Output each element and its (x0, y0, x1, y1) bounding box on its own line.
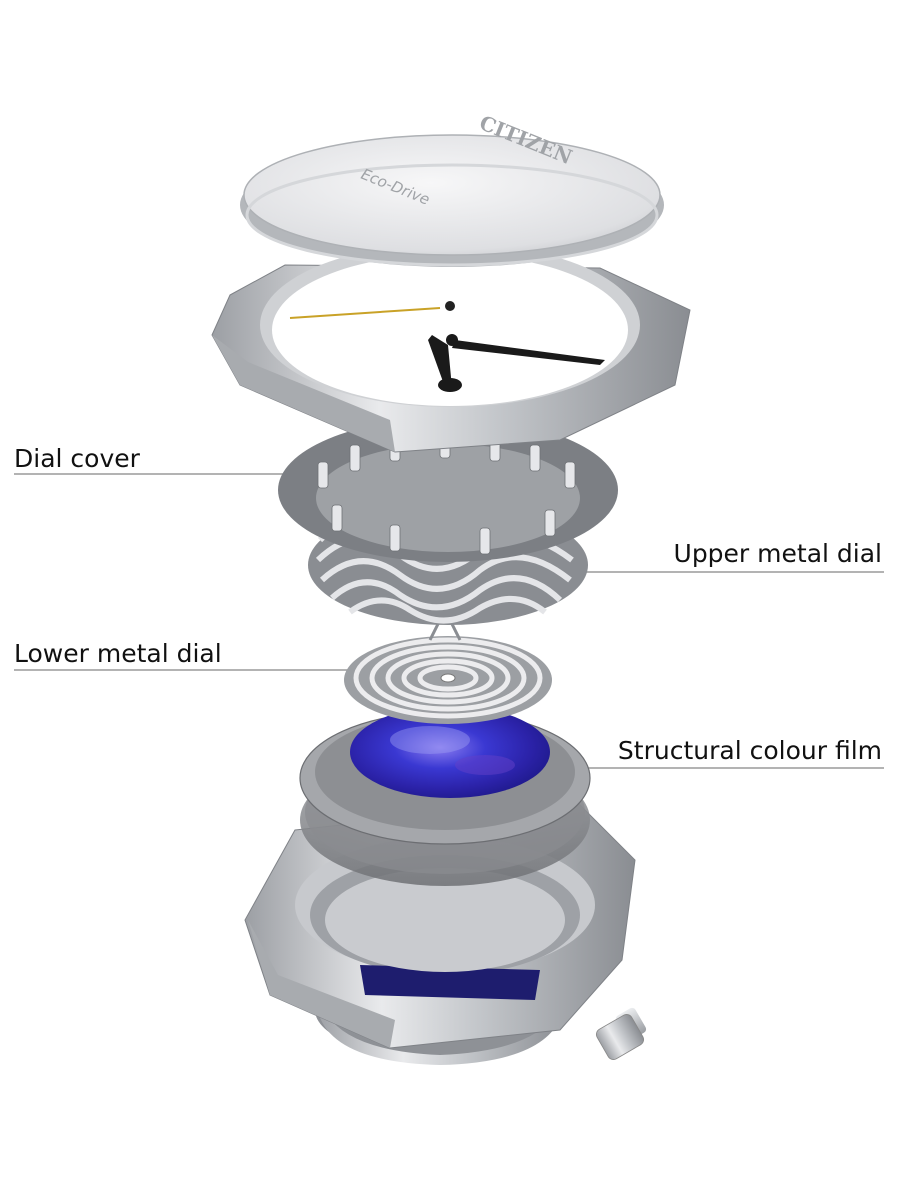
label-dial-cover: Dial cover (14, 444, 140, 473)
structural-colour-film (350, 706, 550, 798)
upper-case (211, 243, 691, 453)
second-hand-icon (289, 307, 441, 319)
minute-hand-icon (452, 340, 605, 365)
label-lower-metal-dial: Lower metal dial (14, 639, 222, 668)
dial-cover (278, 418, 618, 562)
label-structural-colour-film: Structural colour film (617, 736, 882, 765)
lower-metal-dial (344, 606, 552, 724)
leader-lines (14, 473, 884, 769)
crown-icon (595, 1007, 647, 1060)
watch-hands (289, 301, 605, 392)
hour-hand-icon (428, 335, 452, 390)
crystal (240, 134, 664, 267)
label-upper-metal-dial: Upper metal dial (673, 539, 882, 568)
